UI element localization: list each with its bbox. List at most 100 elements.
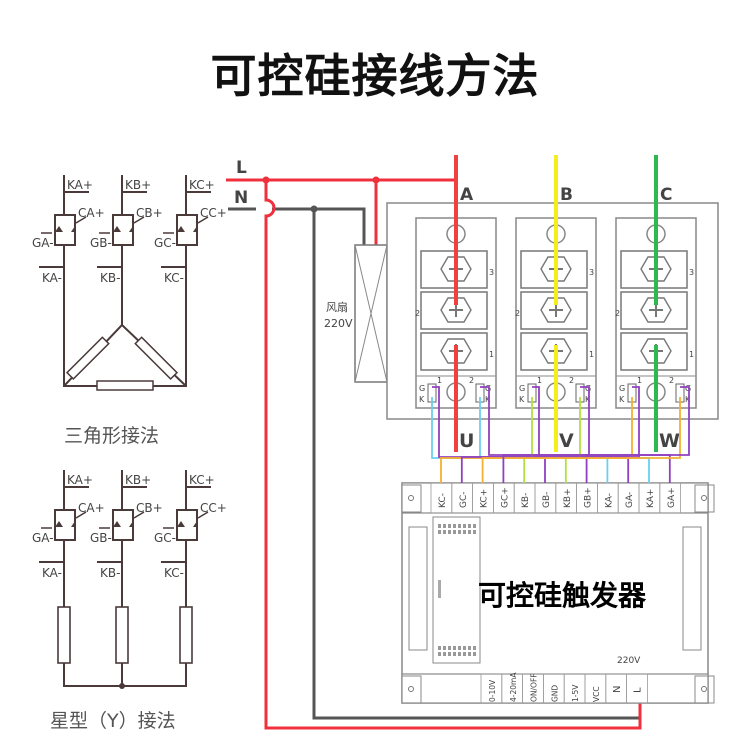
phase-input-label: C (660, 185, 672, 205)
schematics: KA+ CA+ GA- KA- KB+ CB+ GB- KB- KC+ CC+ GC- KC- KA+ C… (32, 175, 227, 689)
label-L: L (236, 158, 247, 178)
k-label: K (619, 395, 625, 404)
top-terminal-label: KC- (438, 493, 448, 508)
thyristor-pair: KA+ CA+ GA- KA- (32, 175, 105, 287)
phase-input-label: B (560, 185, 573, 205)
phase-output-label: U (459, 430, 474, 452)
label-k-plus: KB+ (125, 473, 151, 487)
gate-wires (431, 386, 690, 483)
phase-input-label: A (460, 185, 474, 205)
top-terminal-label: KA+ (646, 489, 656, 508)
fan-voltage: 220V (324, 317, 353, 330)
label-g-minus: GB- (90, 531, 112, 545)
thyristor-pair: KC+ CC+ GC- KC- (154, 470, 227, 582)
top-terminal-label: GA- (625, 492, 635, 508)
phase-output-label: V (559, 430, 574, 452)
label-k-minus: KA- (42, 566, 62, 580)
diagram-title: 可控硅接线方法 (210, 49, 540, 103)
channel-1: 1 (437, 376, 442, 385)
load-resistor (65, 336, 110, 381)
terminal-number: 3 (689, 268, 694, 277)
load-resistor (179, 606, 193, 664)
label-g-minus: GA- (32, 531, 54, 545)
top-terminal-label: GC+ (500, 487, 510, 508)
label-k-plus: KB+ (125, 178, 151, 192)
terminal-number: 3 (489, 268, 494, 277)
top-terminal-label: GC- (459, 491, 469, 508)
top-terminal-block (401, 482, 709, 514)
bottom-terminal-label: 4-20mA (509, 672, 518, 702)
top-terminal-label: GB- (542, 492, 552, 508)
g-label: G (419, 384, 425, 393)
channel-2: 2 (569, 376, 574, 385)
terminal-number: 1 (489, 350, 494, 359)
label-g-minus: GC- (154, 531, 176, 545)
rail (408, 526, 428, 651)
label-c-plus: CC+ (200, 501, 227, 515)
top-terminal-label: KC+ (480, 489, 490, 508)
channel-1: 1 (637, 376, 642, 385)
k-label: K (685, 395, 691, 404)
label-k-plus: KA+ (67, 178, 93, 192)
phase-output-label: W (659, 430, 680, 452)
controller-title: 可控硅触发器 (478, 579, 647, 612)
terminal-number: 2 (515, 309, 520, 318)
label-k-plus: KC+ (189, 473, 215, 487)
label-k-minus: KB- (100, 271, 120, 285)
load-resistor (96, 380, 154, 391)
bottom-terminal-label: N (612, 686, 623, 693)
top-terminal-label: GB+ (584, 487, 594, 508)
channel-2: 2 (669, 376, 674, 385)
terminal-number: 1 (689, 350, 694, 359)
label-c-plus: CB+ (136, 501, 163, 515)
terminal-number: 2 (615, 309, 620, 318)
bottom-terminal-label: ON/OFF (530, 673, 539, 702)
label-k-minus: KC- (164, 271, 184, 285)
thyristor-pair: KC+ CC+ GC- KC- (154, 175, 227, 287)
label-k-minus: KC- (164, 566, 184, 580)
supply-lines: L N (226, 158, 642, 730)
delta-caption: 三角形接法 (64, 425, 160, 447)
gate-wire (480, 386, 671, 483)
fan: 风扇 220V (324, 244, 388, 383)
thyristor-pair: KB+ CB+ GB- KB- (90, 470, 163, 582)
g-label: G (619, 384, 625, 393)
bottom-terminal-label: GND (550, 685, 559, 702)
label-k-plus: KC+ (189, 178, 215, 192)
bottom-terminal-label: 1-5V (571, 684, 580, 702)
top-terminal-label: KB+ (563, 488, 573, 508)
top-terminal-label: KA- (604, 493, 614, 508)
g-label: G (519, 384, 525, 393)
neutral-wire (228, 207, 366, 245)
channel-2: 2 (469, 376, 474, 385)
rail (682, 526, 702, 651)
label-c-plus: CA+ (78, 501, 105, 515)
fan-label: 风扇 (326, 300, 348, 314)
label-g-minus: GB- (90, 236, 112, 250)
thyristor-pair: KB+CB+GB-KB- (90, 175, 163, 287)
terminal-number: 2 (415, 309, 420, 318)
label-g-minus: GC- (154, 236, 176, 250)
label-N: N (234, 188, 248, 208)
controller-voltage: 220V (617, 656, 641, 666)
label-g-minus: GA- (32, 236, 54, 250)
label-k-minus: KA- (42, 271, 62, 285)
gate-wire (432, 386, 630, 483)
label-k-minus: KB- (100, 566, 120, 580)
label-k-plus: KA+ (67, 473, 93, 487)
cathode-wire (481, 397, 681, 483)
label-c-plus: CA+ (78, 206, 105, 220)
trigger-controller: KC-GC-KC+GC+KB-GB-KB+GB+KA-GA-KA+GA+0-10… (401, 482, 715, 704)
load-resistor (134, 336, 179, 381)
channel-1: 1 (537, 376, 542, 385)
bottom-terminal-label: 0-10V (488, 679, 497, 702)
gate-wire (460, 386, 640, 483)
live-return (264, 180, 642, 730)
load-resistor (115, 606, 129, 664)
bottom-terminal (626, 673, 648, 704)
top-terminal-label: GA+ (667, 487, 677, 508)
label-c-plus: CC+ (200, 206, 227, 220)
